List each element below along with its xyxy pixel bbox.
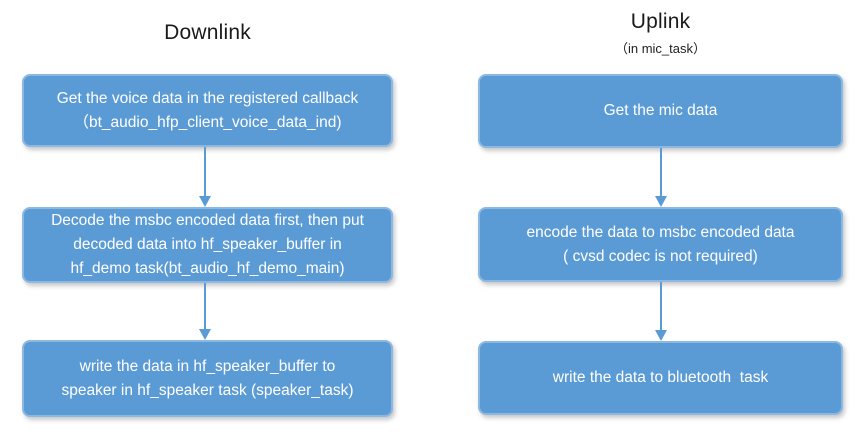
- arrow-head-icon: [655, 196, 667, 207]
- column-title-uplink: Uplink: [630, 10, 691, 33]
- downlink-step-3-box: write the data in hf_speaker_buffer to s…: [22, 340, 393, 417]
- uplink-arrow-1-icon: [655, 148, 667, 207]
- arrow-shaft: [660, 148, 662, 196]
- arrow-shaft: [204, 147, 206, 196]
- arrow-head-icon: [199, 329, 211, 340]
- uplink-arrow-2-icon: [655, 282, 667, 341]
- downlink-step-2-box: Decode the msbc encoded data first, then…: [22, 207, 393, 283]
- uplink-step-3-box: write the data to bluetooth task: [478, 341, 843, 415]
- arrow-head-icon: [655, 330, 667, 341]
- column-title-downlink: Downlink: [164, 21, 251, 44]
- column-subtitle-uplink: （in mic_task）: [614, 41, 707, 56]
- arrow-head-icon: [199, 196, 211, 207]
- downlink-arrow-2-icon: [199, 283, 211, 340]
- uplink-step-2-box: encode the data to msbc encoded data ( c…: [478, 207, 843, 282]
- downlink-arrow-1-icon: [199, 147, 211, 207]
- uplink-step-1-box: Get the mic data: [478, 74, 843, 148]
- arrow-shaft: [204, 283, 206, 329]
- arrow-shaft: [660, 282, 662, 330]
- downlink-step-1-box: Get the voice data in the registered cal…: [22, 74, 393, 147]
